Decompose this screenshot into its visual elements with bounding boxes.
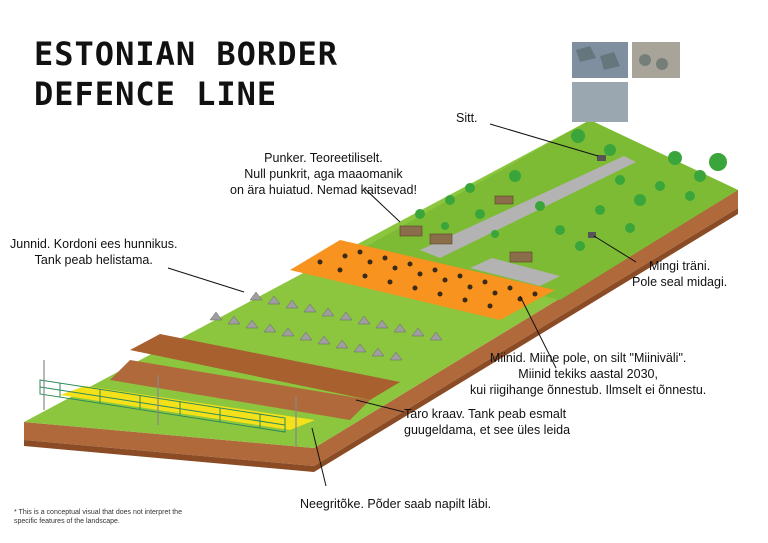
fence: [39, 379, 286, 433]
ditch: [110, 360, 370, 420]
annotation-trani: Mingi träni. Pole seal midagi.: [632, 258, 727, 290]
footnote-line-1: * This is a conceptual visual that does …: [14, 509, 182, 516]
soil-front: [24, 190, 738, 466]
annotation-punker-line-2: Null punkrit, aga maaomanik: [244, 167, 403, 181]
dragon-teeth: [209, 291, 443, 361]
leader-lines: [167, 123, 637, 487]
ditch-berm: [130, 334, 400, 400]
sitt-marker: [597, 155, 606, 161]
footnote-line-2: specific features of the landscape.: [14, 518, 120, 525]
annotation-miinid-line-3: kui riigihange õnnestub. Ilmselt ei õnne…: [470, 383, 707, 397]
annotation-punker: Punker. Teoreetiliselt. Null punkrit, ag…: [230, 150, 417, 198]
annotation-kraav-line-2: guugeldama, et see üles leida: [404, 423, 571, 437]
annotation-trani-line-2: Pole seal midagi.: [632, 275, 728, 289]
trees: [415, 129, 727, 251]
mines: [317, 249, 538, 309]
bunkers: [399, 195, 533, 263]
footnote: * This is a conceptual visual that does …: [14, 508, 182, 526]
annotation-punker-line-1: Punker. Teoreetiliselt.: [264, 151, 383, 165]
annotation-kraav: Taro kraav. Tank peab esmalt guugeldama,…: [404, 406, 570, 438]
road: [420, 156, 636, 258]
title-line-2: DEFENCE LINE: [34, 75, 278, 113]
soil-base: [24, 440, 314, 472]
road-branch: [470, 258, 560, 286]
forest-zone: [360, 120, 738, 300]
annotation-junnid: Junnid. Kordoni ees hunnikus. Tank peab …: [10, 236, 177, 268]
annotation-kraav-line-1: Taro kraav. Tank peab esmalt: [404, 407, 567, 421]
trani-marker: [588, 232, 596, 238]
yellow-strip: [60, 386, 315, 430]
annotation-junnid-line-2: Tank peab helistama.: [34, 253, 153, 267]
annotation-sitt: Sitt.: [456, 111, 478, 125]
minefield: [290, 240, 555, 320]
annotation-neegritoke: Neegritõke. Põder saab napilt läbi.: [300, 497, 492, 511]
soil-side-right: [314, 208, 738, 472]
annotation-junnid-line-1: Junnid. Kordoni ees hunnikus.: [10, 237, 178, 251]
annotation-miinid-line-2: Miinid tekiks aastal 2030,: [518, 367, 658, 381]
title-line-1: ESTONIAN BORDER: [34, 35, 338, 73]
annotation-punker-line-3: on ära huiatud. Nemad kaitsevad!: [230, 183, 417, 197]
annotation-miinid-line-1: Miinid. Miine pole, on silt "Miiniväli".: [489, 351, 687, 365]
photo-tetrapods: [572, 82, 628, 122]
reference-photos: [572, 42, 680, 122]
fence-posts: [43, 360, 297, 446]
annotation-trani-line-1: Mingi träni.: [649, 259, 711, 273]
annotation-miinid: Miinid. Miine pole, on silt "Miiniväli".…: [470, 350, 706, 398]
